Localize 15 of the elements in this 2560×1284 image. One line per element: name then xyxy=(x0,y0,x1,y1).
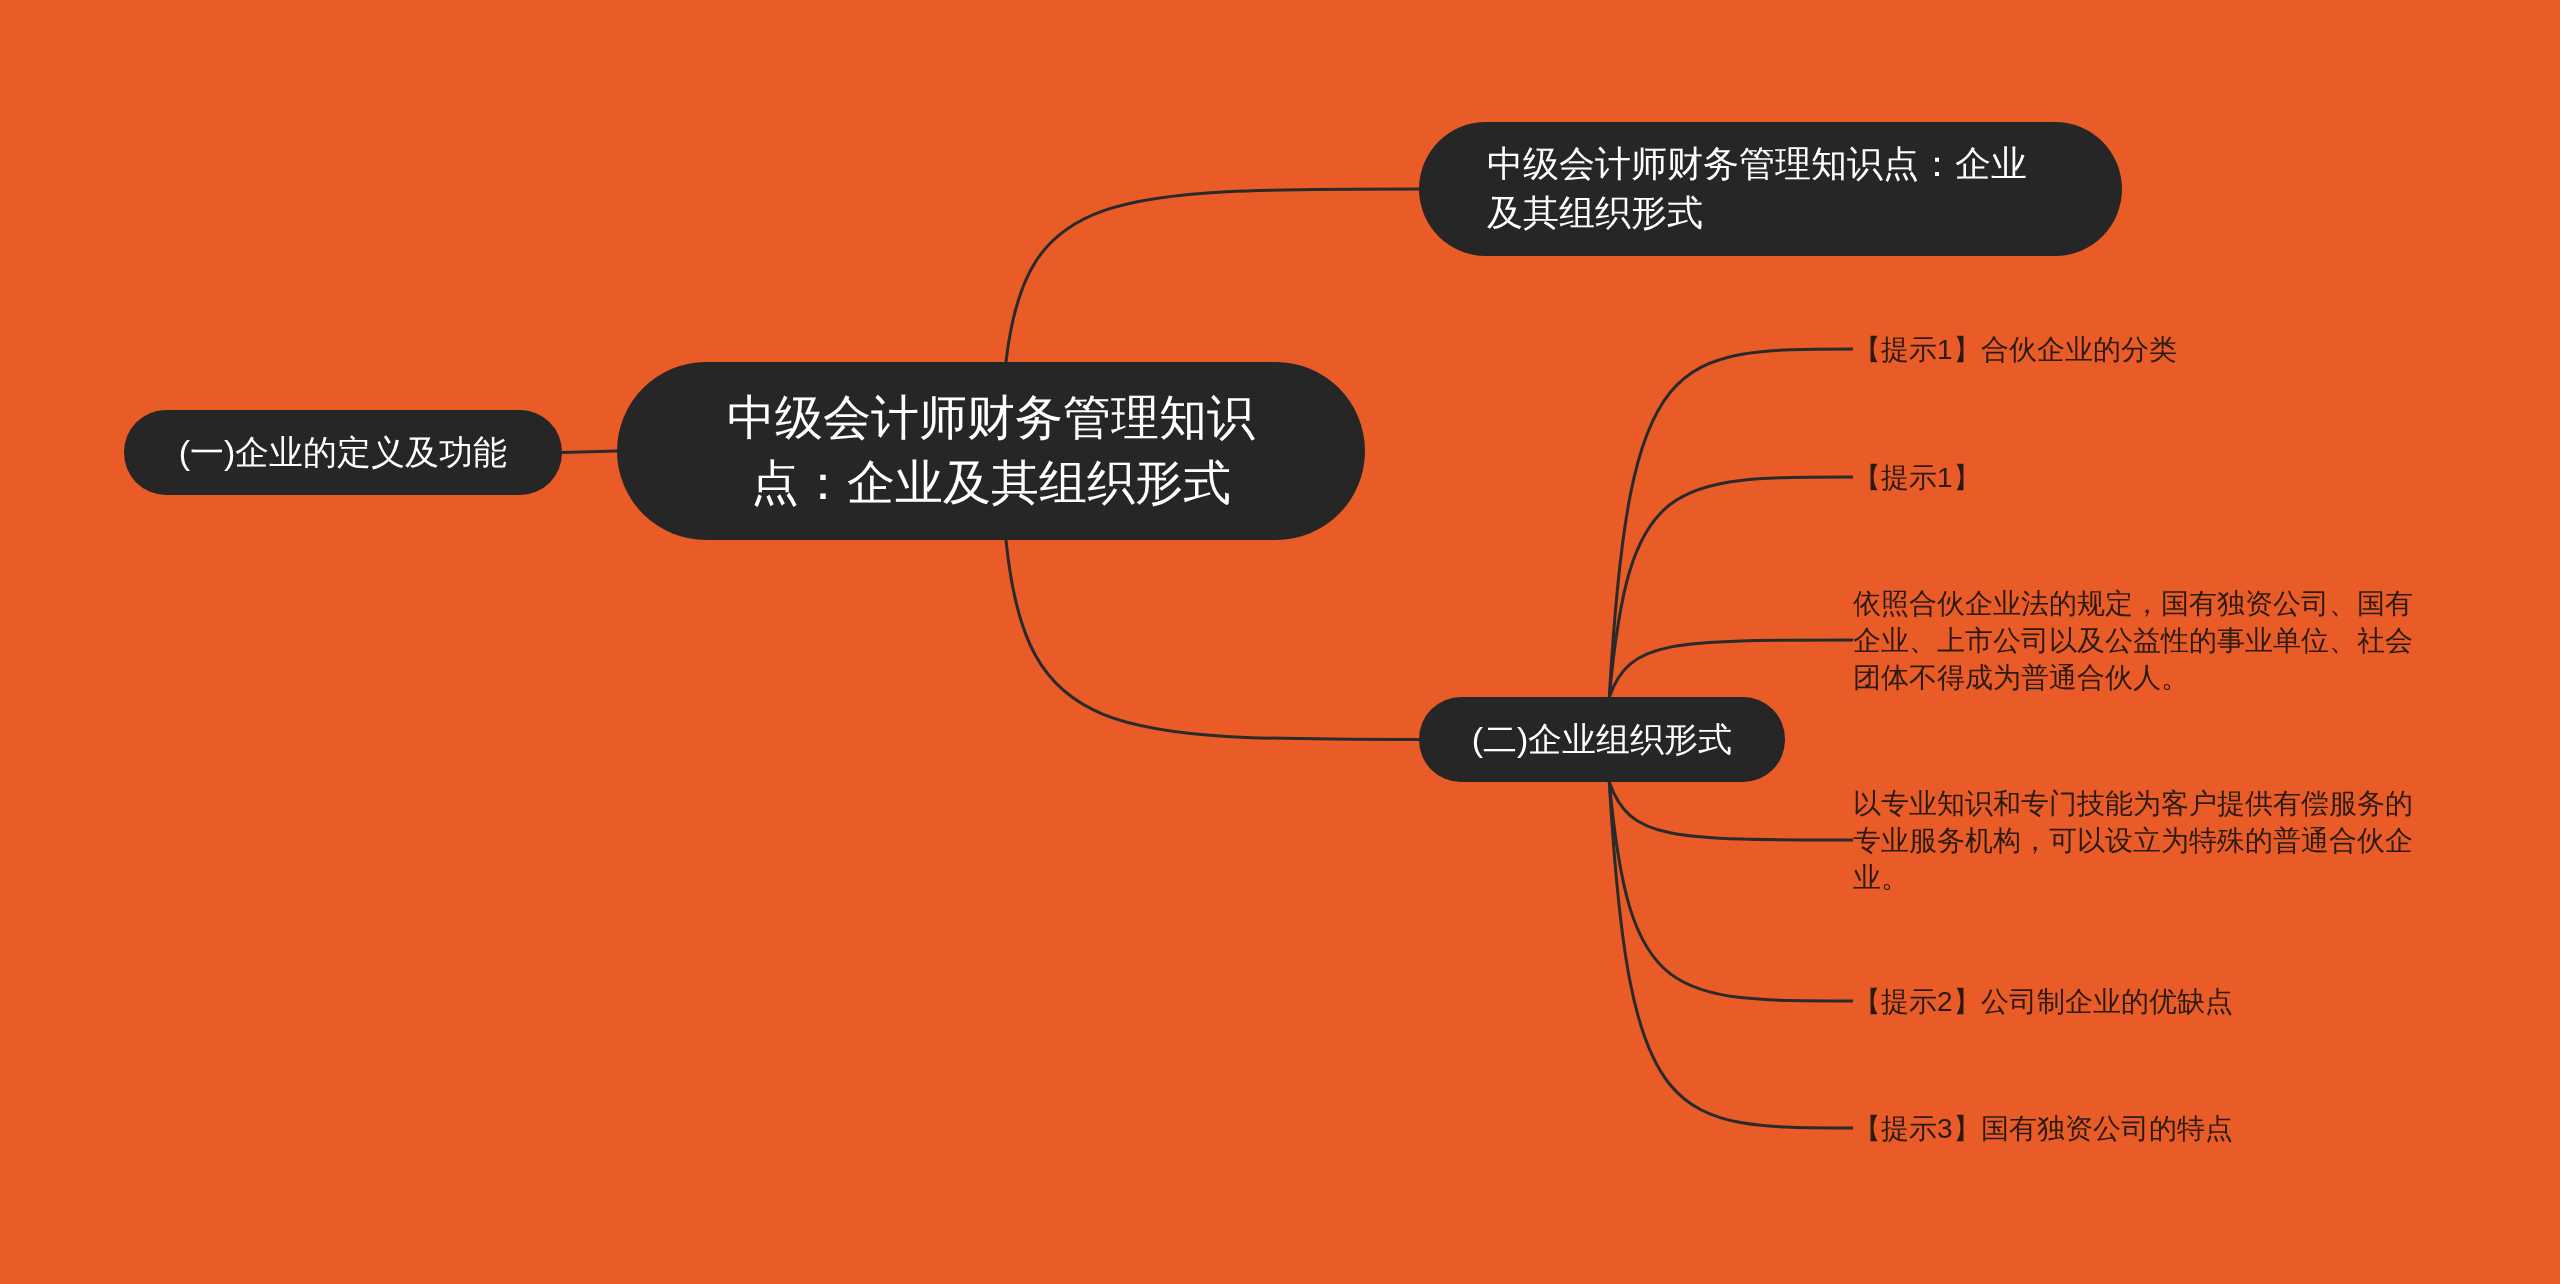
branch-line xyxy=(1607,475,1853,698)
branch-line xyxy=(1607,781,1853,1130)
topic-box: (一)企业的定义及功能 xyxy=(124,410,562,495)
leaf-text: 【提示3】国有独资公司的特点 xyxy=(1853,1108,2433,1148)
branch-line xyxy=(561,449,618,454)
topic-box: (二)企业组织形式 xyxy=(1419,697,1785,782)
topic-box: 中级会计师财务管理知识点：企业及其组织形式 xyxy=(1419,122,2122,256)
leaf-text: 依照合伙企业法的规定，国有独资公司、国有企业、上市公司以及公益性的事业单位、社会团体不得成为普通合伙人。 xyxy=(1853,584,2433,696)
branch-line xyxy=(1004,187,1419,363)
topic-box: 中级会计师财务管理知识点：企业及其组织形式 xyxy=(617,362,1365,540)
branch-line xyxy=(1004,539,1419,741)
leaf-text: 【提示1】合伙企业的分类 xyxy=(1853,329,2433,369)
leaf-text: 【提示2】公司制企业的优缺点 xyxy=(1853,981,2433,1021)
leaf-text: 【提示1】 xyxy=(1853,457,2433,497)
leaf-text: 以专业知识和专门技能为客户提供有偿服务的专业服务机构，可以设立为特殊的普通合伙企业。 xyxy=(1853,784,2433,896)
